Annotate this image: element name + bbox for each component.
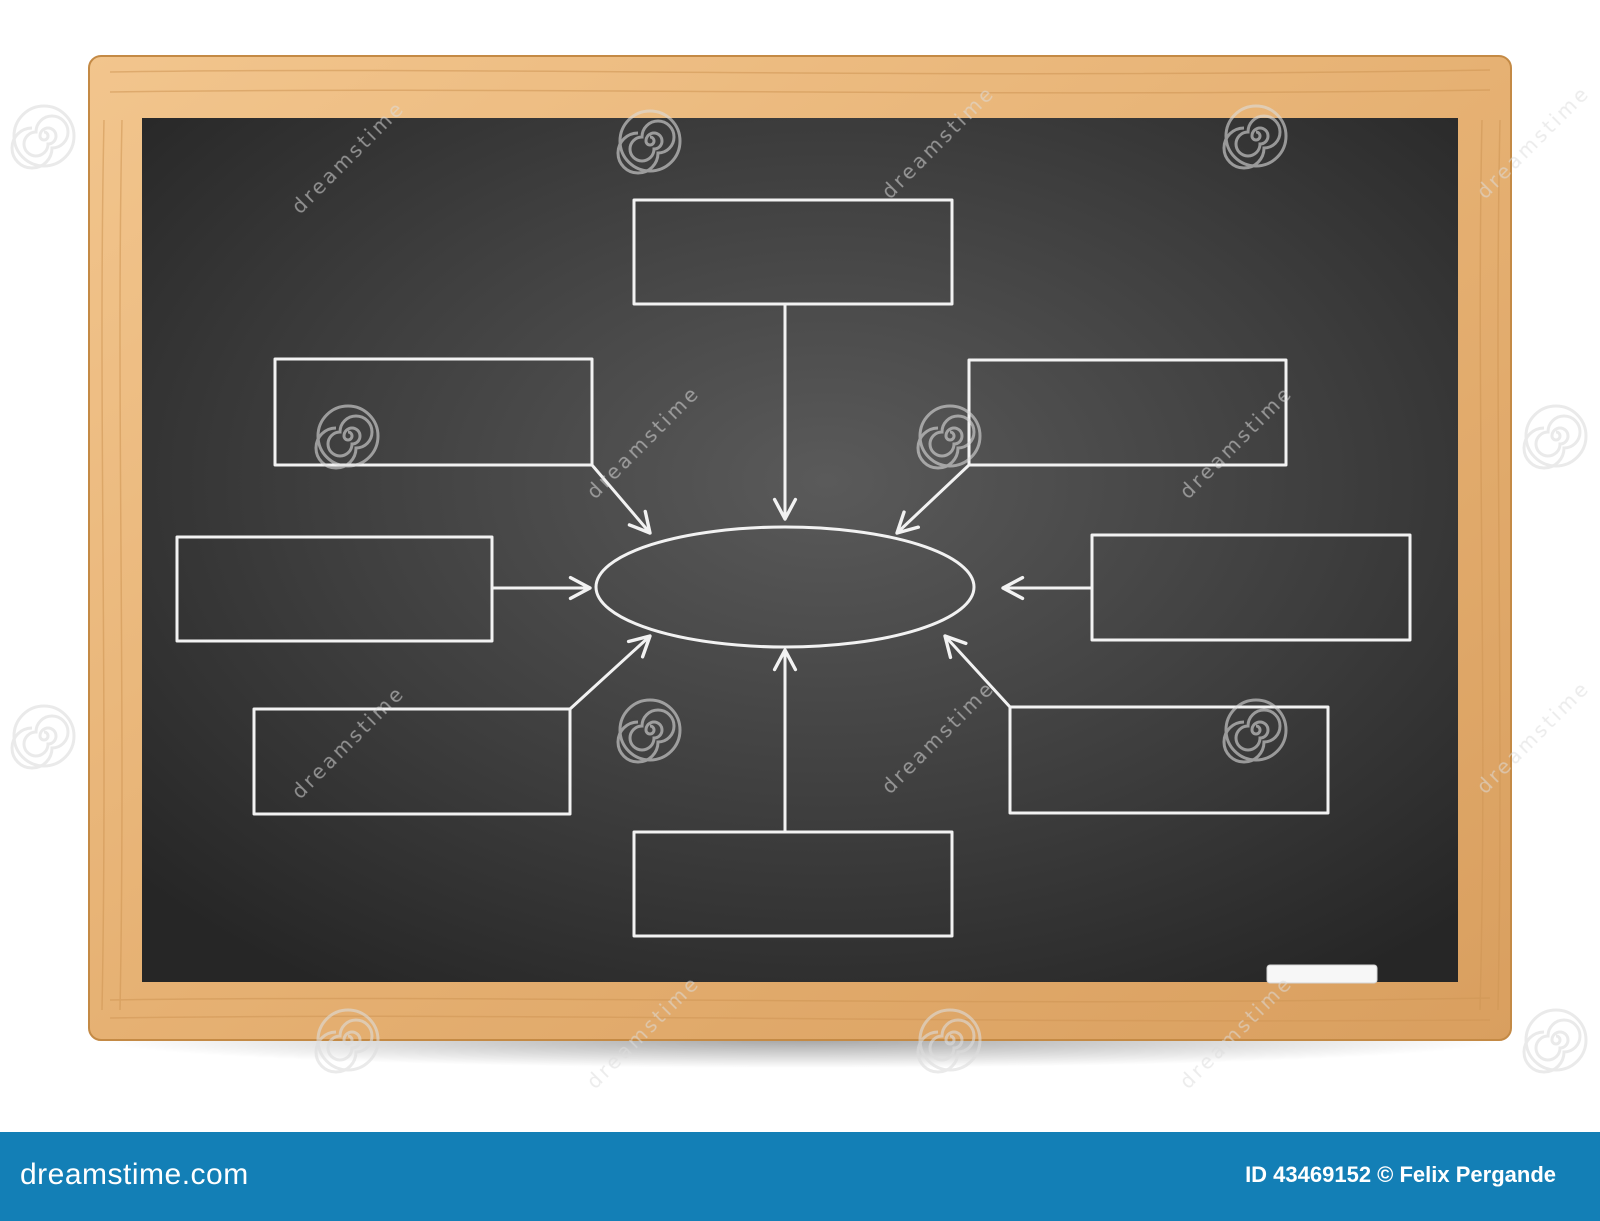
spiral-watermark-icon: [1522, 1008, 1588, 1074]
box-lower-right: [1008, 705, 1330, 815]
box-top: [632, 198, 954, 306]
blackboard-scene: dreamstime dreamstime dreamstime dreamst…: [10, 55, 1595, 1094]
spiral-watermark-icon: [10, 104, 76, 170]
arrow-upper-right: [895, 463, 971, 535]
spiral-watermark-icon: [1522, 404, 1588, 470]
box-bottom: [632, 830, 954, 938]
arrow-upper-left: [590, 463, 652, 535]
site-brand: dreamstime.com: [20, 1158, 249, 1191]
chalkboard-surface: [142, 118, 1458, 982]
footer-bar: dreamstime.com ID 43469152 © Felix Perga…: [0, 1132, 1600, 1221]
diagram: [175, 198, 1412, 938]
wood-grain: [101, 69, 1501, 1022]
box-upper-left: [273, 357, 594, 467]
chalk-piece: [1266, 964, 1378, 984]
box-lower-left: [252, 707, 572, 816]
center-ellipse: [594, 525, 976, 649]
arrow-lower-right: [943, 634, 1012, 709]
image-credit: ID 43469152 © Felix Pergande: [1245, 1162, 1556, 1187]
arrow-lower-left: [568, 634, 652, 711]
spiral-watermark-icon: [10, 704, 76, 770]
